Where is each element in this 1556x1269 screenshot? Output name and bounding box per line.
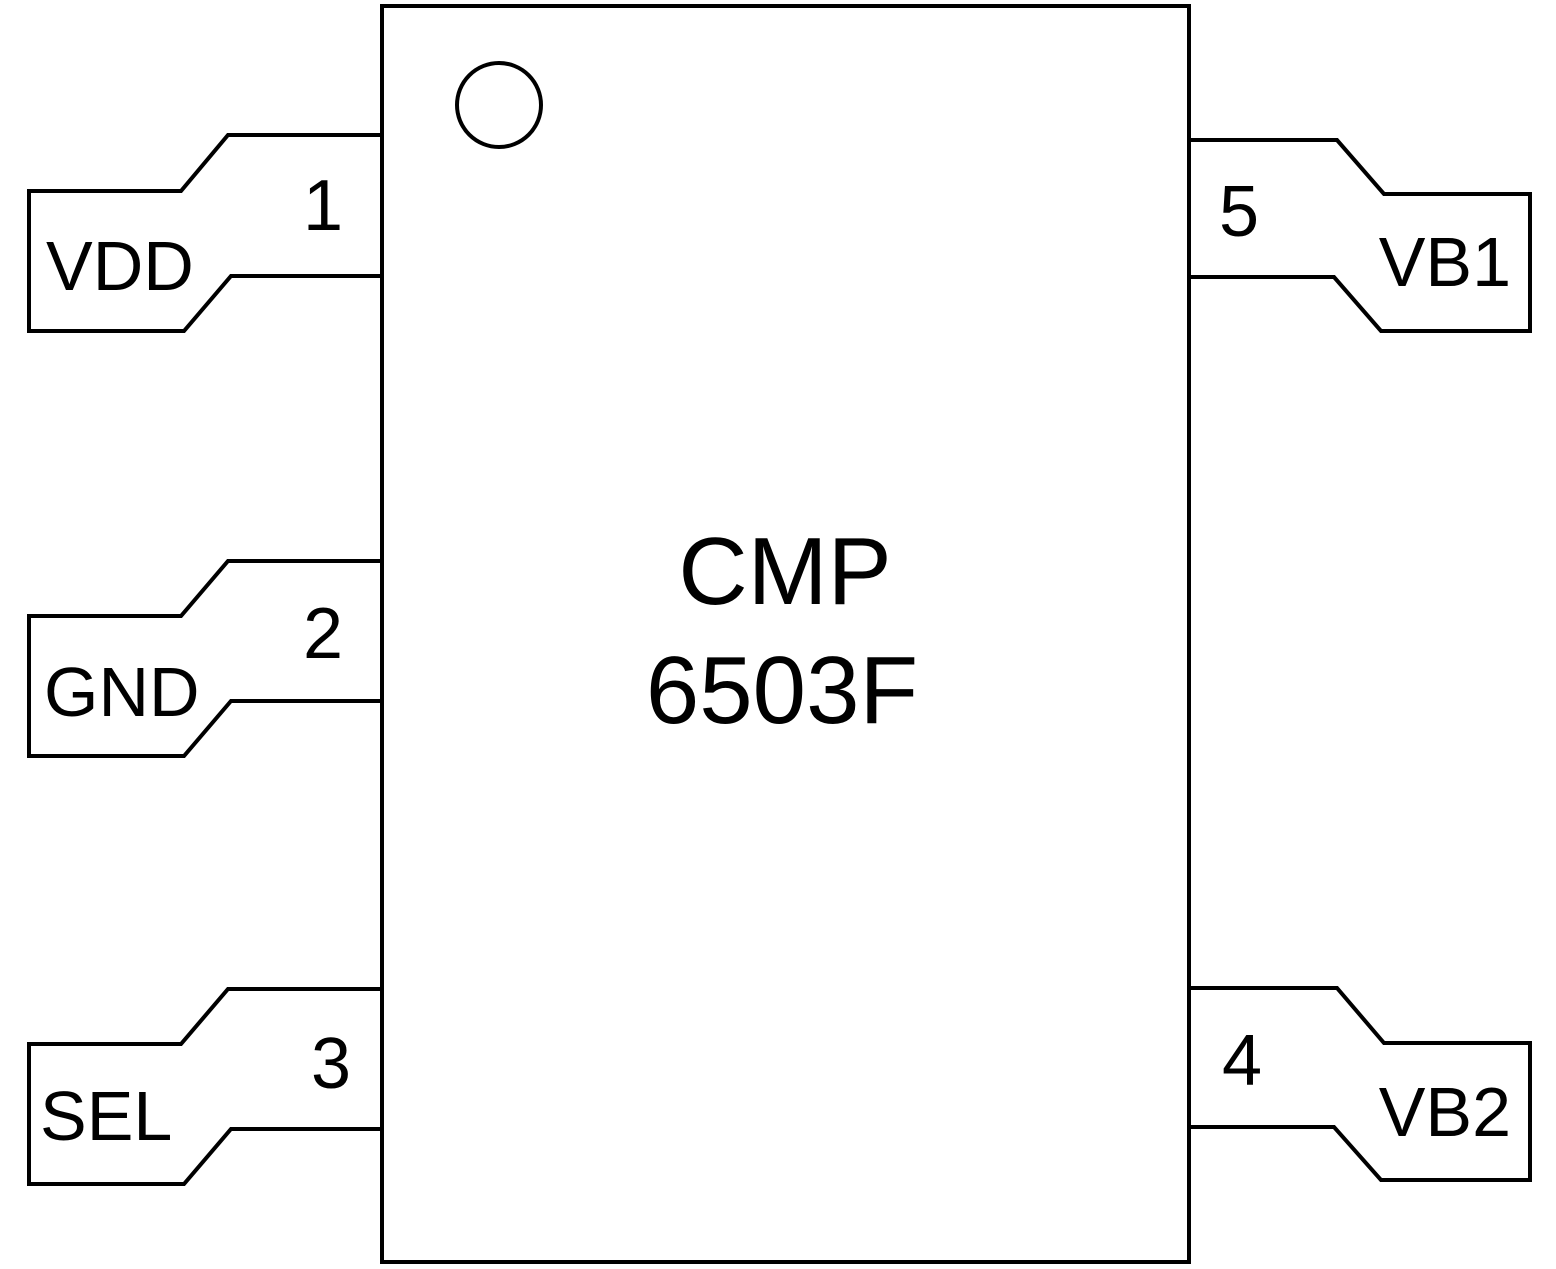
- pin-2-number: 2: [303, 594, 343, 674]
- pin-2-outline: [27, 559, 382, 758]
- component-name-line2: 6503F: [646, 637, 918, 744]
- pin-1-name: VDD: [46, 227, 194, 305]
- pin-5-number: 5: [1219, 172, 1259, 252]
- pin-4-outline: [1189, 986, 1532, 1182]
- component-name-line1: CMP: [678, 518, 891, 625]
- pin-1-number: 1: [303, 166, 343, 246]
- pin1-marker-icon: [455, 61, 543, 149]
- pin-3: 3 SEL: [27, 987, 382, 1186]
- pin-5: 5 VB1: [1189, 138, 1532, 333]
- pin-3-outline: [27, 987, 382, 1186]
- pin-3-name: SEL: [40, 1077, 172, 1155]
- pin-2: 2 GND: [27, 559, 382, 758]
- pin-4-number: 4: [1222, 1021, 1262, 1101]
- pin-1-outline: [27, 133, 382, 333]
- pin-4-name: VB2: [1379, 1073, 1511, 1151]
- pin-5-name: VB1: [1379, 223, 1511, 301]
- pin-3-number: 3: [311, 1024, 351, 1104]
- pin-1: 1 VDD: [27, 133, 382, 333]
- pin-2-name: GND: [44, 653, 200, 731]
- component-body: [380, 4, 1191, 1264]
- pin-4: 4 VB2: [1189, 986, 1532, 1182]
- pin-5-outline: [1189, 138, 1532, 333]
